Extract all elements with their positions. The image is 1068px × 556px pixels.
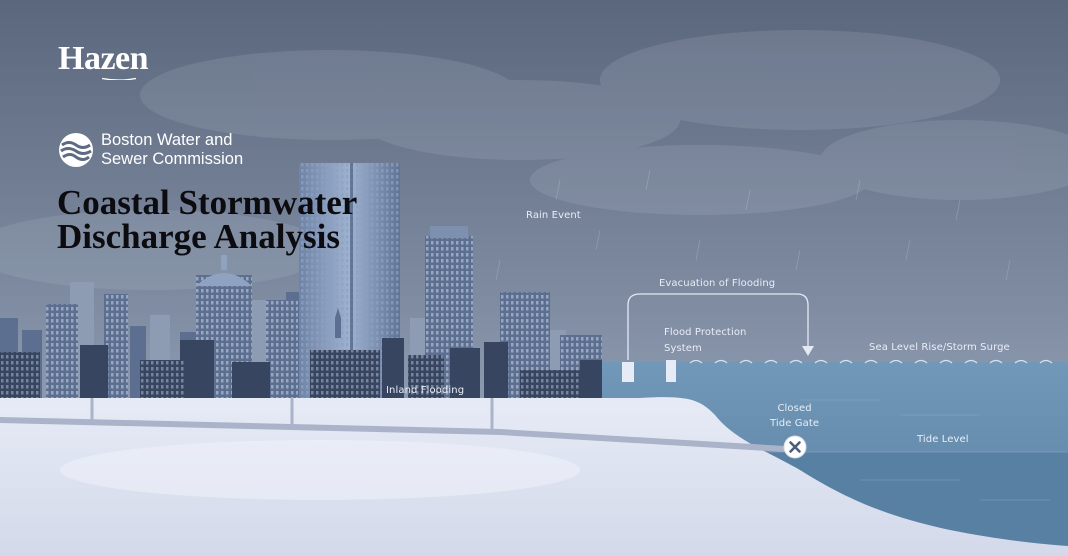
arrow-down-icon	[802, 346, 814, 356]
hazen-logo: Hazen	[58, 40, 149, 77]
closed-tide-gate-line1: Closed	[777, 403, 812, 414]
ground-highlight	[60, 440, 580, 500]
storm-surge-waves	[689, 359, 1053, 364]
pump-station	[622, 362, 634, 382]
evacuation-flow-line	[627, 293, 809, 360]
hazen-logo-swoosh	[102, 77, 136, 80]
drain-risers	[90, 398, 494, 432]
rain-event-label: Rain Event	[526, 210, 581, 221]
flood-protection-line2: System	[664, 343, 702, 354]
tide-level-label: Tide Level	[917, 434, 969, 445]
flood-protection-label: Flood Protection System	[664, 325, 746, 357]
cloud-layer	[0, 30, 1068, 290]
partner-logo-text: Boston Water and Sewer Commission	[101, 131, 243, 169]
storm-drain-pipe	[0, 417, 788, 452]
evacuation-label: Evacuation of Flooding	[659, 278, 776, 289]
city-skyline	[0, 163, 602, 398]
partner-logo-line1: Boston Water and	[101, 131, 233, 149]
sea-level-label: Sea Level Rise/Storm Surge	[869, 342, 1010, 353]
inland-flooding-label: Inland Flooding	[386, 385, 465, 396]
closed-tide-gate-label: Closed Tide Gate	[770, 401, 819, 431]
partner-logo-line2: Sewer Commission	[101, 150, 244, 168]
close-x-icon	[783, 435, 807, 459]
water-ripples	[800, 399, 1050, 501]
title-line2: Discharge Analysis	[57, 217, 340, 256]
closed-tide-gate-line2: Tide Gate	[770, 418, 820, 429]
flood-protection-wall	[666, 360, 676, 382]
waves-logo-icon	[59, 133, 93, 167]
title-line1: Coastal Stormwater	[57, 183, 358, 222]
flood-protection-line1: Flood Protection	[664, 327, 747, 338]
page-title: Coastal Stormwater Discharge Analysis	[57, 183, 358, 256]
